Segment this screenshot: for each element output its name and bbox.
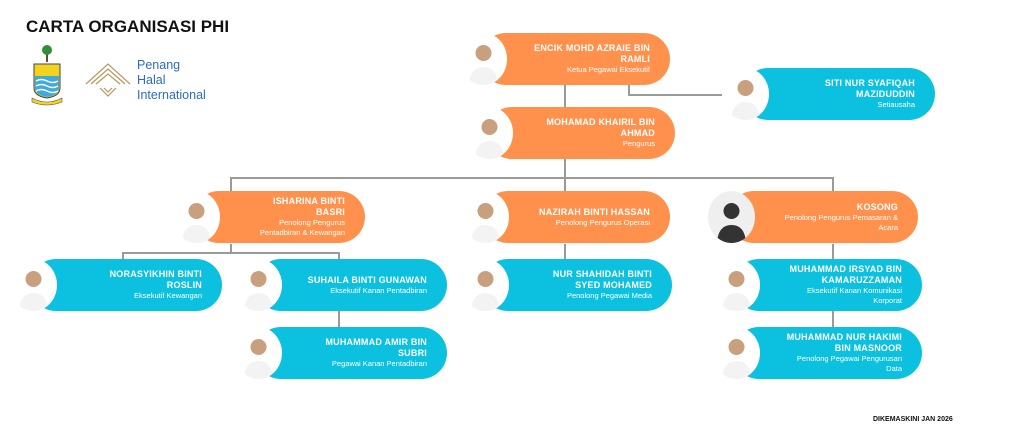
node-role: Ketua Pegawai Eksekutif xyxy=(567,65,650,74)
org-node: SITI NUR SYAFIQAH MAZIDUDDIN Setiausaha xyxy=(722,68,935,120)
org-node: NUR SHAHIDAH BINTI SYED MOHAMED Penolong… xyxy=(462,259,672,311)
connector xyxy=(832,177,834,191)
org-node: MUHAMMAD IRSYAD BIN KAMARUZZAMAN Eksekut… xyxy=(713,259,922,311)
node-name: NUR SHAHIDAH BINTI SYED MOHAMED xyxy=(552,269,652,290)
node-name: MUHAMMAD IRSYAD BIN KAMARUZZAMAN xyxy=(789,264,902,285)
node-role: Penolong Pengurus Operasi xyxy=(555,217,650,227)
node-role: Setiausaha xyxy=(877,100,915,109)
person-placeholder-icon xyxy=(708,191,755,243)
connector xyxy=(628,94,724,96)
staff-photo xyxy=(462,259,509,311)
staff-photo xyxy=(713,259,760,311)
node-role: Eksekutif Kewangan xyxy=(134,291,202,300)
staff-photo xyxy=(235,327,282,379)
node-role: Pengurus xyxy=(622,139,655,148)
connector xyxy=(122,252,339,254)
node-name: NORASYIKHIN BINTI ROSLIN xyxy=(109,269,202,290)
connector xyxy=(628,82,630,95)
updated-note: DIKEMASKINI JAN 2026 xyxy=(873,416,953,423)
node-role: Penolong Pegawai Pengurusan Data xyxy=(796,354,902,373)
node-name: ENCIK MOHD AZRAIE BIN RAMLI xyxy=(534,43,650,64)
node-role: Penolong Pengurus Pentadbiran & Kewangan xyxy=(259,218,345,237)
node-role: Penolong Pengurus Pemasaran & Acara xyxy=(784,212,898,232)
staff-photo xyxy=(462,191,509,243)
node-name: MUHAMMAD NUR HAKIMI BIN MASNOOR xyxy=(786,332,902,353)
connector xyxy=(564,84,566,108)
node-name: KOSONG xyxy=(856,201,898,212)
node-name: SUHAILA BINTI GUNAWAN xyxy=(307,274,427,285)
org-node: NORASYIKHIN BINTI ROSLIN Eksekutif Kewan… xyxy=(10,259,222,311)
node-name: NAZIRAH BINTI HASSAN xyxy=(539,206,650,217)
staff-photo xyxy=(713,327,760,379)
connector xyxy=(122,252,124,259)
org-node: MUHAMMAD NUR HAKIMI BIN MASNOOR Penolong… xyxy=(713,327,922,379)
node-role: Eksekutif Kanan Komunikasi Korporat xyxy=(806,286,902,305)
org-node: MUHAMMAD AMIR BIN SUBRI Pegawai Kanan Pe… xyxy=(235,327,447,379)
penang-crest-logo xyxy=(30,44,64,106)
phi-logo-mark xyxy=(84,60,132,100)
connector xyxy=(564,177,566,191)
org-node: KOSONG Penolong Pengurus Pemasaran & Aca… xyxy=(708,191,918,243)
connector xyxy=(338,252,340,259)
org-node: ENCIK MOHD AZRAIE BIN RAMLI Ketua Pegawa… xyxy=(460,33,670,85)
staff-photo xyxy=(466,107,513,159)
phi-logo-text: Penang Halal International xyxy=(137,58,206,103)
connector xyxy=(832,244,834,259)
connector xyxy=(564,244,566,259)
node-name: MOHAMAD KHAIRIL BIN AHMAD xyxy=(546,117,655,138)
connector xyxy=(338,311,340,327)
logo-line: International xyxy=(137,88,206,102)
staff-photo xyxy=(235,259,282,311)
page-title: CARTA ORGANISASI PHI xyxy=(26,17,230,36)
connector xyxy=(832,311,834,327)
logo-line: Penang xyxy=(137,58,181,72)
org-node: NAZIRAH BINTI HASSAN Penolong Pengurus O… xyxy=(462,191,670,243)
connector xyxy=(230,244,232,252)
staff-photo xyxy=(722,68,769,120)
org-node: SUHAILA BINTI GUNAWAN Eksekutif Kanan Pe… xyxy=(235,259,447,311)
logo-line: Halal xyxy=(137,73,166,87)
org-node: MOHAMAD KHAIRIL BIN AHMAD Pengurus xyxy=(466,107,675,159)
node-role: Penolong Pegawai Media xyxy=(566,291,652,300)
staff-photo xyxy=(10,259,57,311)
connector xyxy=(230,177,232,191)
node-role: Eksekutif Kanan Pentadbiran xyxy=(330,285,427,295)
node-name: SITI NUR SYAFIQAH MAZIDUDDIN xyxy=(824,78,915,99)
org-node: ISHARINA BINTI BASRI Penolong Pengurus P… xyxy=(173,191,365,243)
connector xyxy=(230,177,833,179)
node-role: Pegawai Kanan Pentadbiran xyxy=(331,359,427,368)
connector xyxy=(564,158,566,178)
node-name: ISHARINA BINTI BASRI xyxy=(273,196,345,217)
node-name: MUHAMMAD AMIR BIN SUBRI xyxy=(325,337,427,358)
staff-photo xyxy=(173,191,220,243)
staff-photo xyxy=(460,33,507,85)
